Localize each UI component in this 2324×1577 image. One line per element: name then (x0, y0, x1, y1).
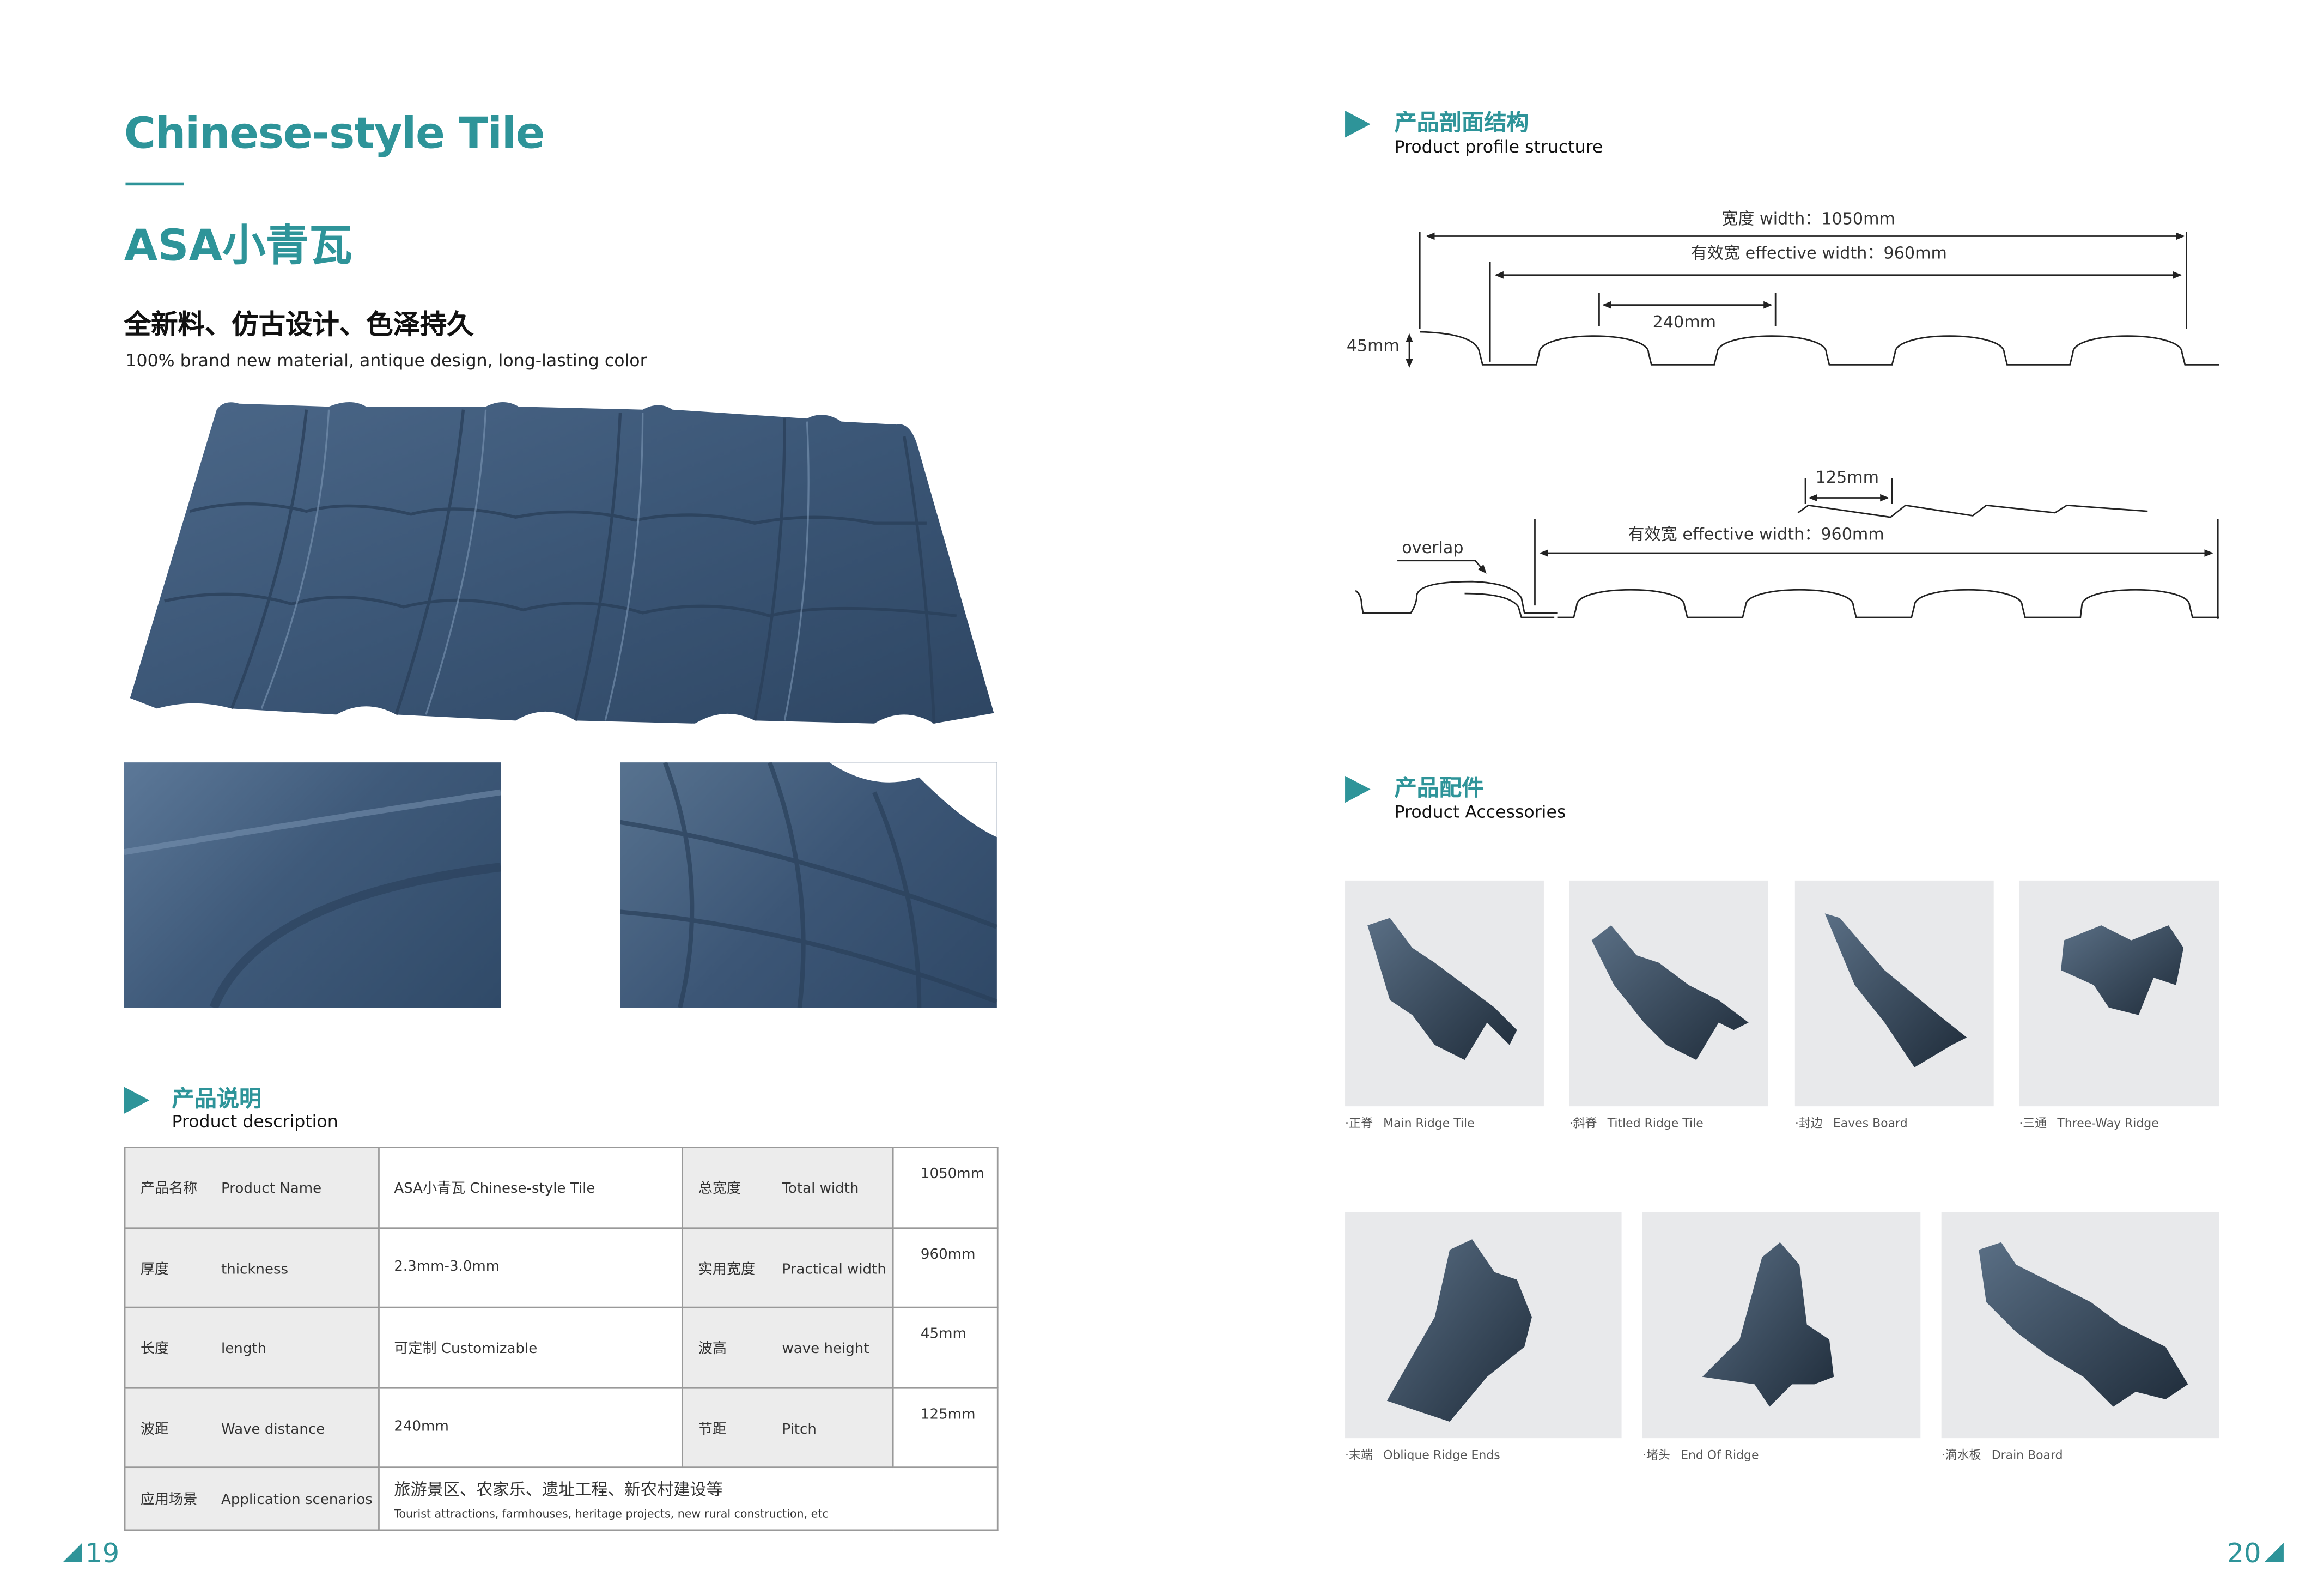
value: 可定制 Customizable (394, 1341, 538, 1358)
application-en: Tourist attractions, farmhouses, heritag… (394, 1506, 829, 1520)
accessory-photo (1642, 1212, 1921, 1439)
overlap-arrow (1397, 560, 1487, 574)
section-marker-icon (124, 1087, 150, 1114)
spec-table: 产品名称 Product Name ASA小青瓦 Chinese-style Til… (124, 1147, 999, 1530)
profile-heading-en: Product profile structure (1394, 136, 1603, 157)
wave-label: 240mm (1653, 313, 1716, 332)
label-cn: 产品名称 (140, 1181, 198, 1198)
label2-en: Pitch (782, 1421, 817, 1438)
label2-en: wave height (782, 1341, 869, 1358)
description-heading-en: Product description (172, 1111, 338, 1132)
page-title: Chinese-style Tile (124, 107, 545, 159)
title-divider (125, 182, 184, 186)
accessory-photo (1941, 1212, 2219, 1439)
label-en: thickness (221, 1261, 289, 1278)
profile-heading-cn: 产品剖面结构 (1394, 109, 1529, 136)
label2-cn: 波高 (698, 1341, 727, 1358)
overlap-tile-line (1355, 580, 1558, 614)
table-row: 长度 length 可定制 Customizable 波高 wave height 45m… (124, 1306, 999, 1388)
label-en: Wave distance (221, 1421, 325, 1438)
page-number-right: 20 (2227, 1538, 2284, 1570)
label-en: Product Name (221, 1181, 322, 1198)
value2: 125mm (920, 1406, 976, 1423)
label2-cn: 节距 (698, 1421, 727, 1438)
application-cn: 旅游景区、农家乐、遗址工程、新农村建设等 (394, 1479, 723, 1499)
label2-en: Total width (782, 1181, 859, 1198)
tile-angle-photo (620, 762, 997, 1008)
main-tile-photo (130, 402, 994, 724)
accessory-photo (1345, 880, 1544, 1107)
table-row: 波距 Wave distance 240mm 节距 Pitch 125mm (124, 1386, 999, 1469)
value2: 1050mm (920, 1166, 985, 1183)
effective-width-label-2: 有效宽 effective width：960mm (1628, 525, 1884, 544)
page-number-left: 19 (63, 1538, 119, 1570)
description-heading-cn: 产品说明 (172, 1085, 262, 1113)
value2: 45mm (920, 1326, 966, 1343)
profile-line-top (1420, 331, 2219, 366)
label-cn: 波距 (140, 1421, 169, 1438)
label-cn: 应用场景 (140, 1492, 198, 1509)
tile-closeup-photo (124, 762, 501, 1008)
accessory-photo (1794, 880, 1994, 1107)
label2-en: Practical width (782, 1261, 886, 1278)
slogan-cn: 全新料、仿古设计、色泽持久 (124, 309, 474, 341)
label2-cn: 总宽度 (698, 1181, 741, 1198)
pitch-side-profile (1797, 504, 2148, 518)
profile-line-bottom (1557, 589, 2219, 618)
accessory-photo (1345, 1212, 1622, 1439)
accessories-heading-cn: 产品配件 (1394, 774, 1485, 802)
label2-cn: 实用宽度 (698, 1261, 756, 1278)
height-label: 45mm (1347, 337, 1400, 356)
slogan-en: 100% brand new material, antique design,… (125, 349, 647, 371)
value: 2.3mm-3.0mm (394, 1259, 500, 1276)
table-row: 厚度 thickness 2.3mm-3.0mm 实用宽度 Practical widt… (124, 1226, 999, 1308)
accessory-photo (2019, 880, 2219, 1107)
section-marker-icon (1345, 775, 1371, 803)
table-row: 产品名称 Product Name ASA小青瓦 Chinese-style Til… (124, 1147, 999, 1228)
accessory-photo (1569, 880, 1768, 1107)
accessories-heading-en: Product Accessories (1394, 801, 1566, 822)
table-row-application: 应用场景 Application scenarios 旅游景区、农家乐、遗址工程、… (124, 1466, 999, 1530)
width-label: 宽度 width：1050mm (1721, 210, 1895, 229)
overlap-label: overlap (1402, 538, 1463, 557)
label-en: length (221, 1341, 267, 1358)
value: ASA小青瓦 Chinese-style Tile (394, 1181, 595, 1198)
effective-width-label: 有效宽 effective width：960mm (1691, 244, 1947, 263)
label-cn: 长度 (140, 1341, 169, 1358)
section-marker-icon (1345, 111, 1371, 138)
label-cn: 厚度 (140, 1261, 169, 1278)
product-name-cn: ASA小青瓦 (124, 220, 352, 271)
pitch-label: 125mm (1816, 468, 1879, 487)
value2: 960mm (920, 1246, 976, 1263)
label-en: Application scenarios (221, 1492, 373, 1509)
value: 240mm (394, 1419, 449, 1436)
